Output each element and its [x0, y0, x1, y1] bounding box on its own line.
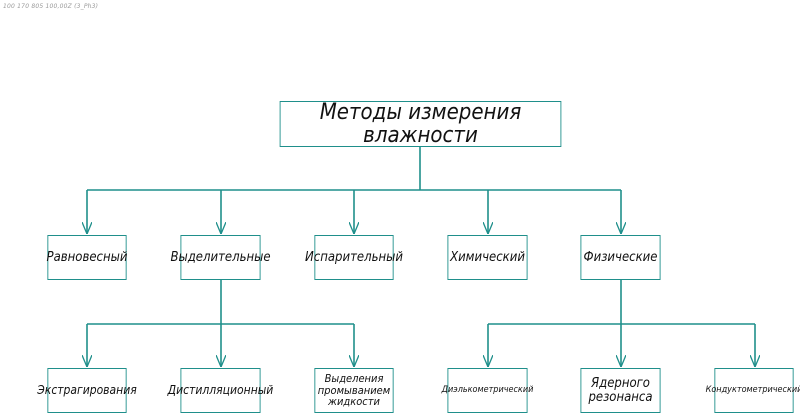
node-distillation: Дистилляционный — [168, 368, 273, 413]
node-nmr: Ядерного резонанса — [580, 368, 661, 413]
node-evaporation: Испарительный — [305, 235, 403, 280]
node-conductometric: Кондуктометрический — [706, 368, 800, 413]
node-extracting: Экстрагирования — [37, 368, 137, 413]
node-chemical: Химический — [447, 235, 528, 280]
root-node-humidity-methods: Методы измерения влажности — [279, 101, 562, 147]
node-liquid-wash: Выделения промыванием жидкости — [314, 368, 394, 413]
node-physical: Физические — [580, 235, 661, 280]
node-dielcometric: Диэлькометрический — [442, 368, 533, 413]
node-extraction: Выделительные — [170, 235, 271, 280]
drawing-code-stamp: 100 170 805 100,00Z (3_Ph3) — [3, 3, 99, 10]
node-equilibrium: Равновесный — [47, 235, 127, 280]
